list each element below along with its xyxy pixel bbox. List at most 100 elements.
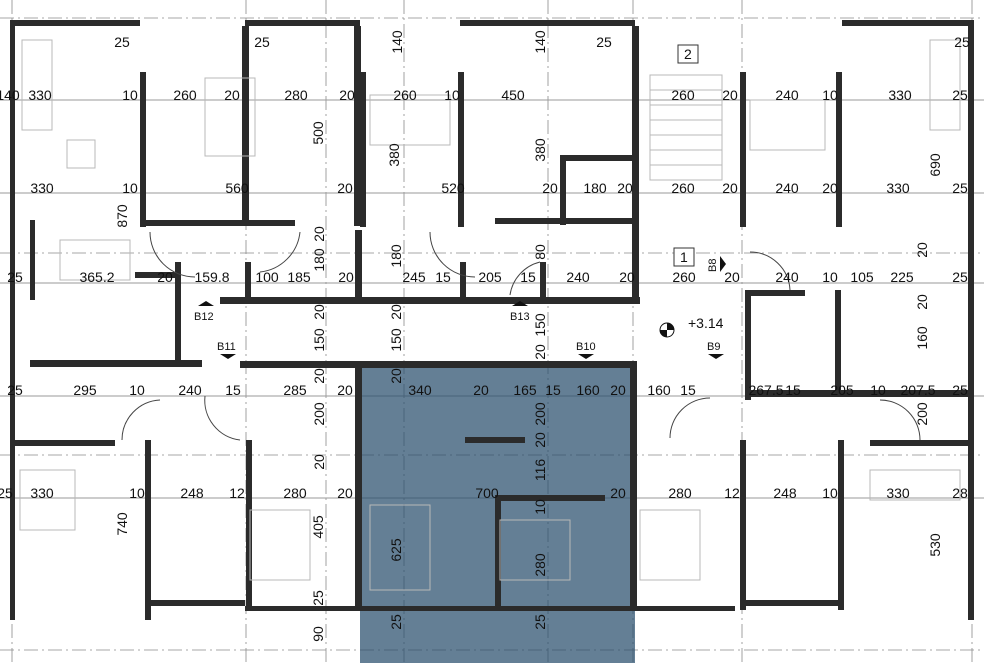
dimension-label: 20 [617,180,633,196]
staircase [649,74,723,181]
dimension-label: 185 [287,269,311,285]
dimension-label: 165 [513,382,537,398]
dimensions-corridor: 20 150 20 20 150 20 150 20 20 160 [311,242,930,384]
dimension-label: 25 [952,269,968,285]
dimension-label: 20 [311,368,327,384]
dimension-label: 625 [388,538,404,562]
dimension-label: 20 [473,382,489,398]
dimension-label: 200 [311,402,327,426]
dimension-label: 260 [173,87,197,103]
dimension-label: 20 [619,269,635,285]
stair-number-label: 2 [684,46,692,62]
dimension-label: 10 [532,499,548,515]
dimension-label: 20 [337,485,353,501]
dimension-label: 10 [822,269,838,285]
dimension-label: 330 [888,87,912,103]
dimension-label: 248 [773,485,797,501]
dimension-label: 20 [822,180,838,196]
dimension-label: 450 [501,87,525,103]
doors [121,231,921,441]
dimension-label: 330 [886,485,910,501]
dimension-label: 405 [310,515,326,539]
dimension-label: 25 [954,34,970,50]
dimension-label: 267.5 [748,382,783,398]
elevation-marker-icon [659,322,675,338]
dimension-label: 20 [337,180,353,196]
dimension-label: 530 [927,533,943,557]
dimension-label: 12 [724,485,740,501]
dimension-label: 260 [671,180,695,196]
dimension-label: 225 [890,269,914,285]
walls [10,20,974,620]
dimension-label: 20 [311,454,327,470]
dimension-label: 205 [478,269,502,285]
dimension-label: 295 [73,382,97,398]
dimension-label: 25 [7,269,23,285]
dimension-label: 285 [283,382,307,398]
dimension-label: 10 [822,485,838,501]
dimension-label: 15 [680,382,696,398]
dimension-label: 700 [475,485,499,501]
dimension-label: 560 [225,180,249,196]
dimension-label: 105 [850,269,874,285]
dimension-label: 260 [672,269,696,285]
dimension-label: 10 [444,87,460,103]
dimension-label: 160 [647,382,671,398]
dimension-label: 245 [402,269,426,285]
dimension-label: 20 [542,180,558,196]
dimension-label: 10 [129,485,145,501]
dimension-label: 280 [532,553,548,577]
dimension-label: 160 [914,326,930,350]
dimension-label: 380 [386,143,402,167]
highlighted-balcony [360,612,635,663]
dimension-label: 25 [7,382,23,398]
dimension-label: 15 [520,269,536,285]
section-markers: B12 B11 B13 B10 B9 B8 [194,256,726,359]
dimension-label: 740 [114,512,130,536]
dimension-label: 159.8 [194,269,229,285]
dimension-label: 260 [393,87,417,103]
dimension-label: 20 [722,87,738,103]
dimension-label: 260 [671,87,695,103]
dimension-label: 280 [283,485,307,501]
dimension-label: 10 [129,382,145,398]
dimension-label: 25 [114,34,130,50]
dimension-label: 20 [388,368,404,384]
dimension-label: 180 [583,180,607,196]
dimension-label: 365.2 [79,269,114,285]
dimension-label: 10 [122,87,138,103]
dimension-label: 28 [952,485,968,501]
dimension-label: 240 [775,180,799,196]
dimension-label: 150 [532,313,548,337]
dimension-label: 15 [435,269,451,285]
dimension-label: 20 [610,485,626,501]
dimension-label: 20 [311,226,327,242]
dimension-label: 15 [785,382,801,398]
stair-number-box [673,247,695,267]
section-marker-b13: B13 [510,311,530,323]
dimension-label: 500 [310,121,326,145]
dimension-label: 690 [927,153,943,177]
dimension-label: 140 [389,30,405,54]
section-marker-b12: B12 [194,311,214,323]
dimension-label: 180 [311,248,327,272]
dimension-label: 25 [0,485,13,501]
elevation-label: +3.14 [688,315,724,331]
dimension-label: 20 [311,304,327,320]
dimension-label: 20 [337,382,353,398]
dimension-label: 100 [255,269,279,285]
dimension-label: 20 [157,269,173,285]
dimension-label: 20 [532,432,548,448]
dimension-label: 20 [610,382,626,398]
dimension-label: 20 [224,87,240,103]
section-marker-b10: B10 [576,341,596,353]
dimension-label: 248 [180,485,204,501]
dimension-label: 240 [775,269,799,285]
section-marker-b11: B11 [217,341,236,353]
dimension-label: 240 [775,87,799,103]
dimension-label: 15 [545,382,561,398]
dimension-label: 25 [532,614,548,630]
